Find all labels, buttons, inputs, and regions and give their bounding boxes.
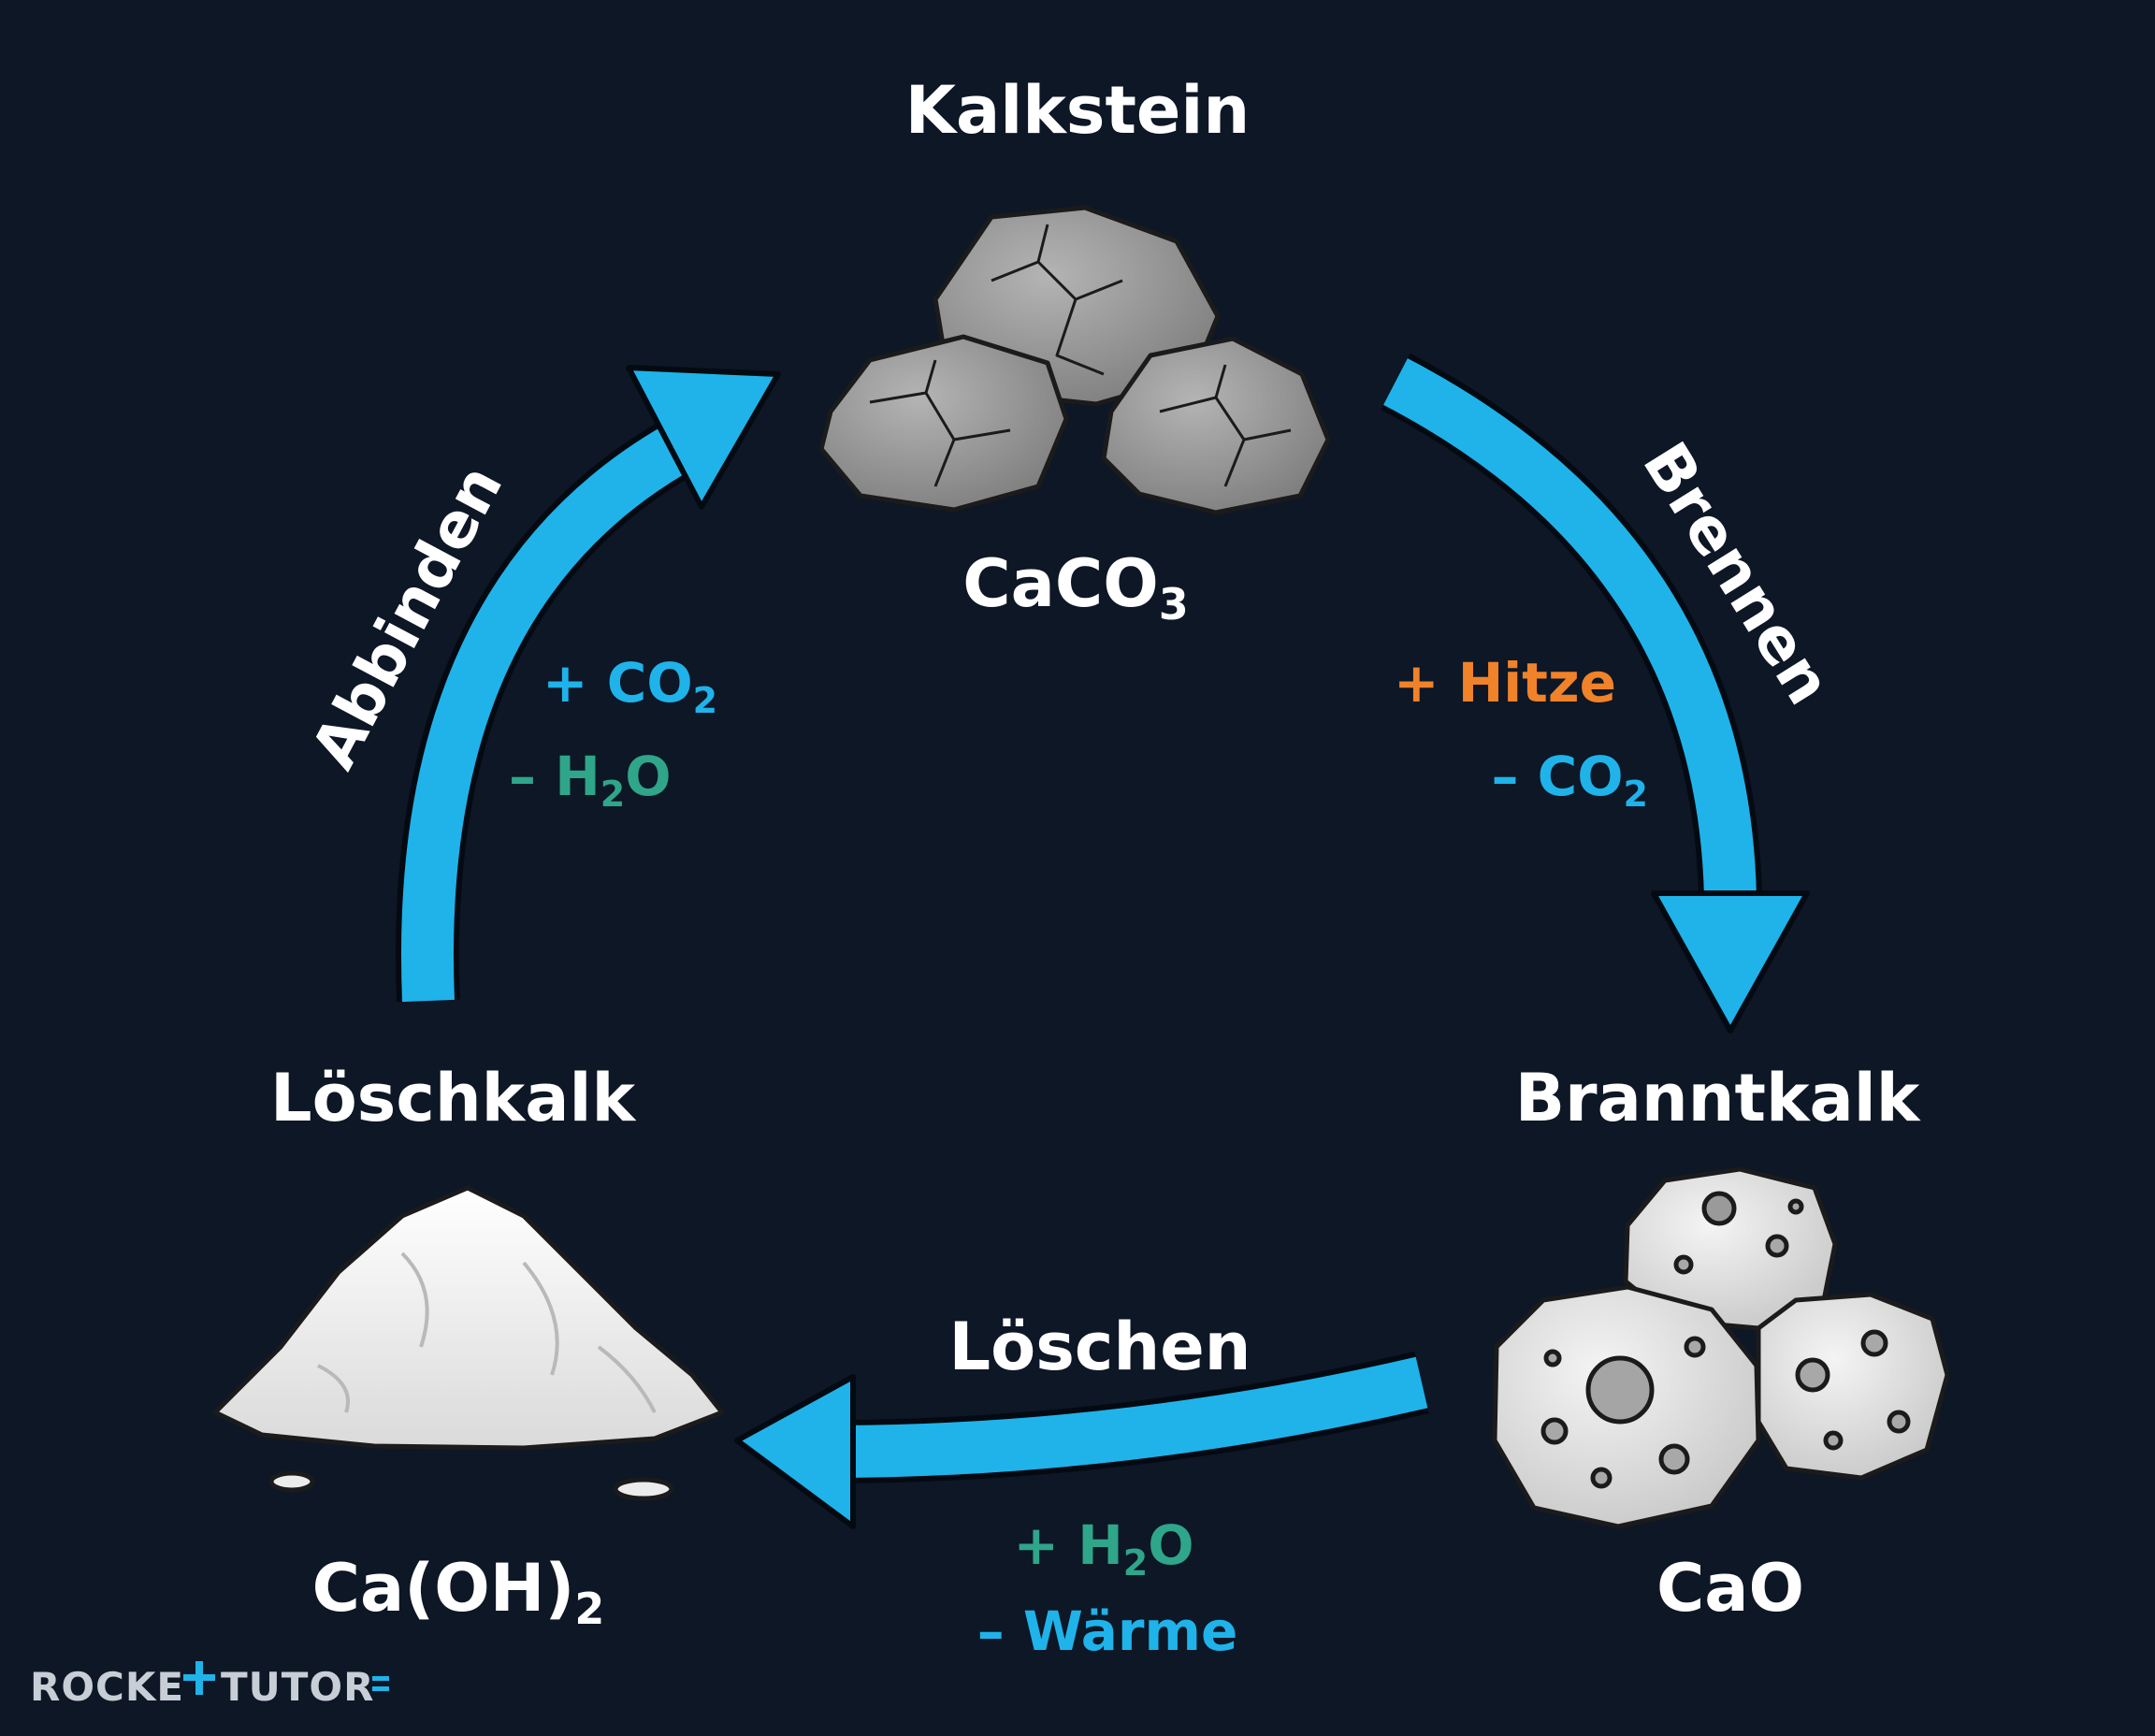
process-loeschen-line2: – Wärme (977, 1599, 1238, 1663)
abbinden-arrowhead (626, 365, 781, 510)
powder-pile-icon (212, 1185, 725, 1501)
process-loeschen-line1: + H2O (1013, 1513, 1193, 1584)
abbinden-line2-sub: 2 (600, 774, 625, 815)
brennen-arrowhead (1651, 890, 1810, 1034)
abbinden-line2-tail: O (625, 745, 671, 808)
rocket-plus-icon (183, 1661, 215, 1695)
process-abbinden-line2: – H2O (509, 745, 672, 815)
watermark-right: TUTOR (221, 1664, 374, 1710)
loeschen-line1-tail: O (1148, 1513, 1193, 1577)
stage-top-formula: CaCO3 (962, 545, 1189, 629)
process-loeschen-label: Löschen (949, 1309, 1251, 1385)
stage-left-name: Löschkalk (270, 1060, 636, 1136)
watermark-logo: ROCKE TUTOR (30, 1661, 389, 1710)
watermark-arrow-icon (372, 1676, 389, 1691)
svg-text:TUTOR: TUTOR (221, 1664, 374, 1710)
process-brennen-line2: – CO2 (1491, 745, 1648, 815)
brennen-arrow (1381, 353, 1810, 1034)
svg-text:ROCKE: ROCKE (30, 1664, 184, 1710)
abbinden-line2-base: – H (509, 745, 600, 808)
stage-left-formula-base: Ca(OH) (312, 1550, 575, 1627)
quicklime-rocks-icon (1492, 1166, 1950, 1529)
brennen-line2-sub: 2 (1624, 774, 1648, 815)
limestone-rocks-icon (818, 205, 1331, 515)
loeschen-arrowhead (734, 1374, 856, 1529)
loeschen-line1-sub: 2 (1123, 1542, 1148, 1584)
brennen-line2-base: – CO (1491, 745, 1623, 808)
loeschen-arrow (734, 1351, 1429, 1529)
process-brennen-line1: + Hitze (1394, 651, 1616, 715)
stage-right-formula: CaO (1656, 1550, 1804, 1627)
watermark-left: ROCKE (30, 1664, 184, 1710)
loeschen-line1-base: + H (1013, 1513, 1122, 1577)
stage-right-name: Branntkalk (1515, 1060, 1921, 1136)
stage-top-formula-base: CaCO (962, 545, 1159, 622)
abbinden-arrow (396, 365, 781, 1003)
abbinden-line1-base: + CO (542, 651, 693, 715)
stage-top-name: Kalkstein (905, 72, 1250, 149)
stage-left-formula: Ca(OH)2 (312, 1550, 605, 1634)
stage-left-formula-sub: 2 (574, 1584, 604, 1634)
abbinden-line1-sub: 2 (693, 680, 717, 721)
stage-top-formula-sub: 3 (1159, 579, 1189, 629)
process-abbinden-line1: + CO2 (542, 651, 717, 721)
